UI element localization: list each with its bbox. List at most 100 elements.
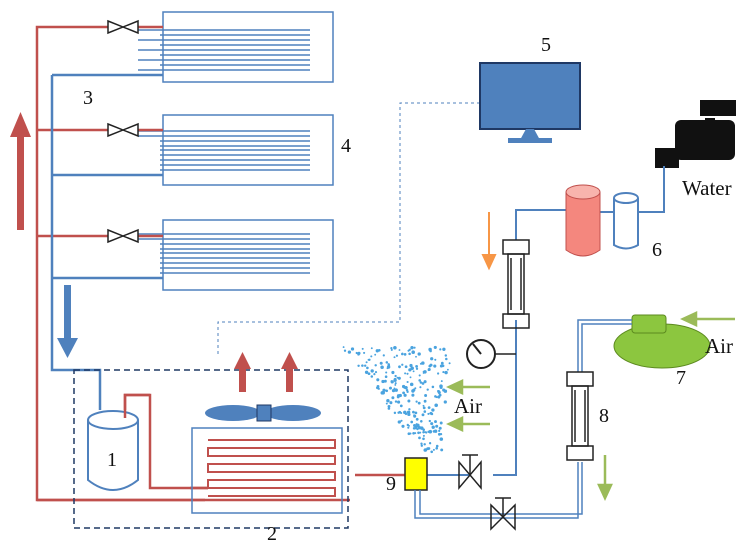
spray-droplet bbox=[407, 349, 410, 352]
label-air-flow: Air bbox=[454, 394, 482, 418]
spray-droplet bbox=[408, 352, 411, 356]
spray-droplet bbox=[428, 429, 433, 434]
spray-droplet bbox=[437, 432, 441, 436]
spray-droplet bbox=[420, 420, 423, 423]
spray-droplet bbox=[431, 385, 435, 389]
spray-droplet bbox=[442, 388, 446, 392]
spray-droplet bbox=[398, 365, 401, 369]
air-down-arrow bbox=[597, 455, 613, 501]
valve-icon[interactable] bbox=[490, 497, 516, 531]
spray-droplet bbox=[423, 399, 427, 403]
spray-droplet bbox=[386, 399, 390, 403]
nozzle-icon bbox=[404, 457, 428, 491]
spray-droplet bbox=[440, 448, 444, 452]
spray-droplet bbox=[347, 350, 352, 354]
spray-droplet bbox=[422, 434, 425, 437]
heat-exchanger-bottom bbox=[138, 219, 334, 291]
spray-droplet bbox=[433, 345, 437, 349]
spray-droplet bbox=[429, 363, 433, 367]
label-air-inlet: Air bbox=[705, 334, 733, 358]
spray-droplet bbox=[444, 354, 448, 357]
spray-droplet bbox=[381, 379, 385, 384]
spray-droplet bbox=[401, 363, 404, 366]
heat-exchanger-middle bbox=[138, 114, 334, 186]
spray-droplet bbox=[419, 386, 422, 389]
spray-droplet bbox=[435, 446, 439, 450]
spray-droplet bbox=[374, 353, 377, 356]
spray-droplet bbox=[433, 429, 438, 433]
hot-flow-arrow bbox=[10, 112, 31, 230]
spray-droplet bbox=[414, 411, 418, 415]
spray-droplet bbox=[386, 367, 389, 370]
spray-droplet bbox=[413, 346, 416, 349]
water-flow-arrow bbox=[481, 212, 497, 271]
spray-droplet bbox=[447, 368, 449, 371]
spray-droplet bbox=[397, 376, 401, 380]
spray-droplet bbox=[415, 417, 419, 421]
tank-connection bbox=[123, 393, 150, 418]
spray-droplet bbox=[382, 388, 386, 392]
spray-droplet bbox=[370, 375, 374, 378]
spray-droplet bbox=[398, 410, 402, 414]
label-nozzle: 9 bbox=[386, 473, 396, 495]
spray-droplet bbox=[439, 421, 443, 425]
refrigerant-tank-icon bbox=[87, 410, 139, 491]
spray-droplet bbox=[427, 406, 431, 409]
water-line bbox=[425, 166, 665, 476]
spray-droplet bbox=[430, 422, 434, 426]
spray-droplet bbox=[370, 355, 373, 358]
spray-droplet bbox=[423, 380, 427, 384]
spray-droplet bbox=[423, 410, 427, 413]
spray-droplet bbox=[422, 431, 425, 434]
spray-droplet bbox=[415, 365, 418, 368]
spray-droplet bbox=[385, 371, 388, 374]
spray-droplet bbox=[374, 364, 377, 367]
spray-droplet bbox=[385, 402, 388, 405]
valve-icon[interactable] bbox=[458, 454, 482, 491]
spray-droplet bbox=[439, 348, 442, 351]
valve-icon[interactable] bbox=[107, 19, 139, 35]
condenser-coil-tubes bbox=[207, 439, 336, 497]
spray-droplet bbox=[357, 364, 360, 368]
label-water: Water bbox=[682, 176, 732, 200]
label-tank: 1 bbox=[107, 449, 117, 471]
cold-flow-arrow bbox=[57, 285, 78, 358]
spray-droplet bbox=[412, 388, 416, 392]
spray-droplet bbox=[415, 367, 419, 370]
spray-droplet bbox=[424, 431, 427, 434]
spray-droplet bbox=[376, 378, 380, 382]
spray-droplet bbox=[363, 351, 366, 354]
spray-droplet bbox=[423, 370, 427, 374]
spray-droplet bbox=[394, 400, 398, 403]
spray-droplet bbox=[429, 411, 433, 415]
valve-icon[interactable] bbox=[107, 228, 139, 244]
spray-droplet bbox=[387, 404, 391, 408]
spray-droplet bbox=[407, 426, 410, 429]
spray-droplet bbox=[440, 380, 443, 383]
spray-droplet bbox=[415, 355, 417, 358]
spray-mist-icon bbox=[342, 345, 451, 454]
spray-droplet bbox=[415, 423, 418, 426]
spray-droplet bbox=[394, 383, 397, 386]
spray-droplet bbox=[409, 382, 414, 387]
spray-droplet bbox=[418, 374, 421, 377]
spray-droplet bbox=[393, 356, 396, 359]
spray-droplet bbox=[406, 410, 411, 415]
spray-droplet bbox=[439, 437, 444, 441]
spray-droplet bbox=[400, 419, 403, 422]
spray-droplet bbox=[364, 370, 369, 374]
spray-droplet bbox=[422, 406, 426, 410]
spray-droplet bbox=[410, 346, 414, 350]
spray-droplet bbox=[432, 448, 435, 451]
spray-droplet bbox=[421, 382, 425, 385]
hot-refrigerant-line bbox=[35, 25, 405, 502]
spray-droplet bbox=[373, 373, 376, 376]
valve-icon[interactable] bbox=[107, 122, 139, 138]
spray-droplet bbox=[367, 372, 371, 376]
spray-droplet bbox=[448, 362, 451, 365]
outdoor-unit-box bbox=[73, 369, 349, 529]
spray-droplet bbox=[406, 423, 409, 427]
spray-droplet bbox=[399, 404, 403, 408]
spray-droplet bbox=[380, 391, 385, 395]
spray-droplet bbox=[401, 384, 406, 389]
